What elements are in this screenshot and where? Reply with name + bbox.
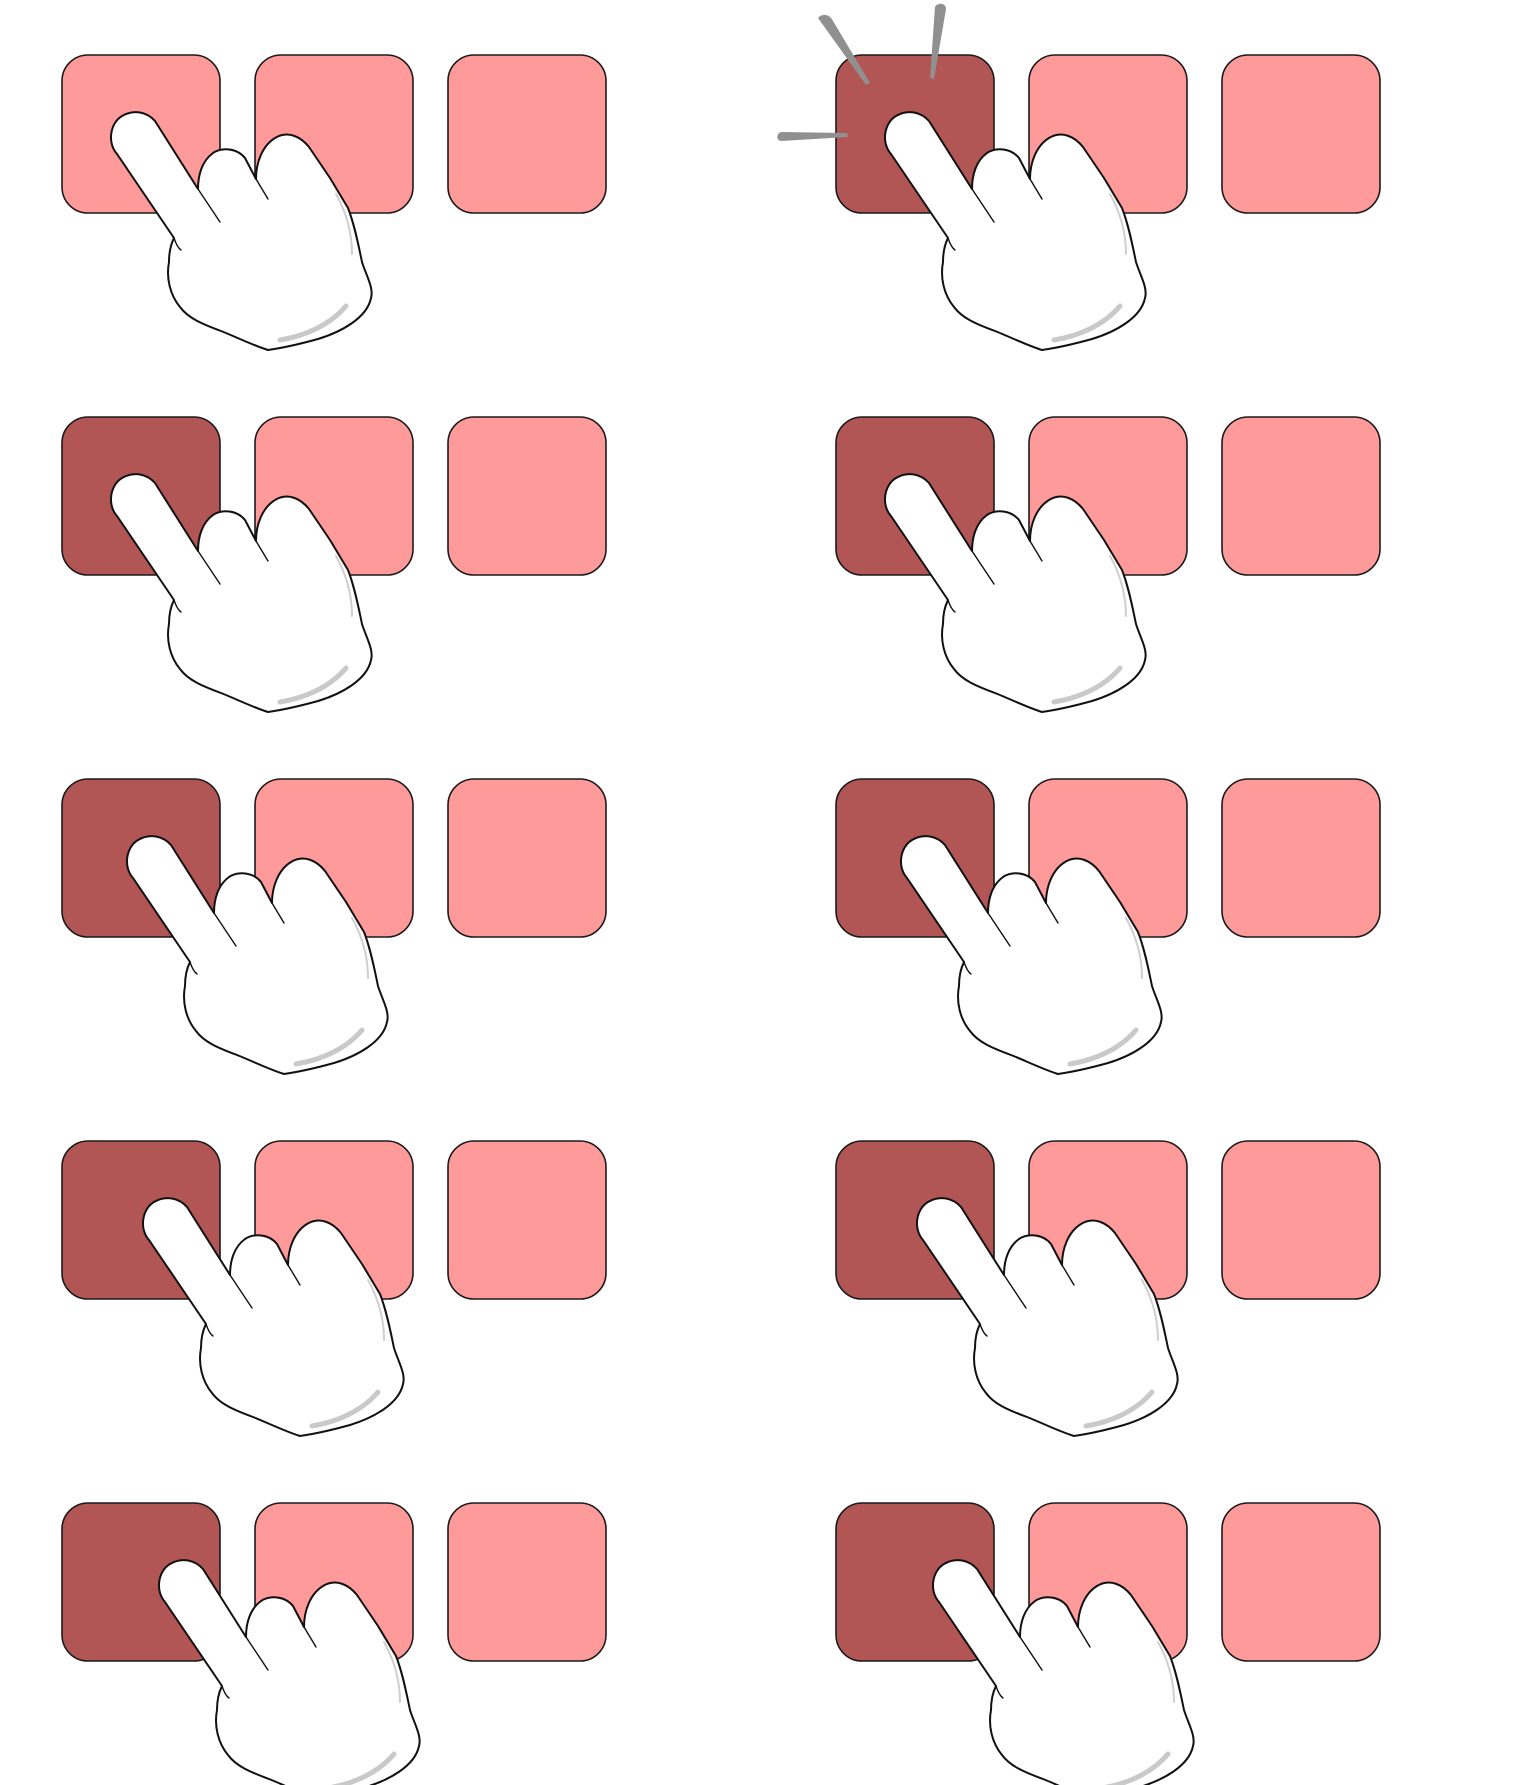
key — [1221, 1502, 1381, 1662]
sequence-frame — [835, 1140, 1381, 1436]
key — [1221, 1140, 1381, 1300]
sequence-frame — [61, 416, 607, 712]
key — [1221, 54, 1381, 214]
key — [447, 1140, 607, 1300]
sequence-frame — [61, 778, 607, 1074]
sequence-frame — [61, 54, 607, 350]
key — [447, 416, 607, 576]
sequence-frame — [61, 1502, 607, 1785]
key — [447, 1502, 607, 1662]
sequence-frame — [61, 1140, 607, 1436]
sequence-frame — [835, 1502, 1381, 1785]
sequence-frame — [835, 778, 1381, 1074]
key — [447, 54, 607, 214]
key — [1221, 416, 1381, 576]
sequence-frame — [777, 3, 1381, 350]
key — [1221, 778, 1381, 938]
sequence-frame — [835, 416, 1381, 712]
key — [447, 778, 607, 938]
